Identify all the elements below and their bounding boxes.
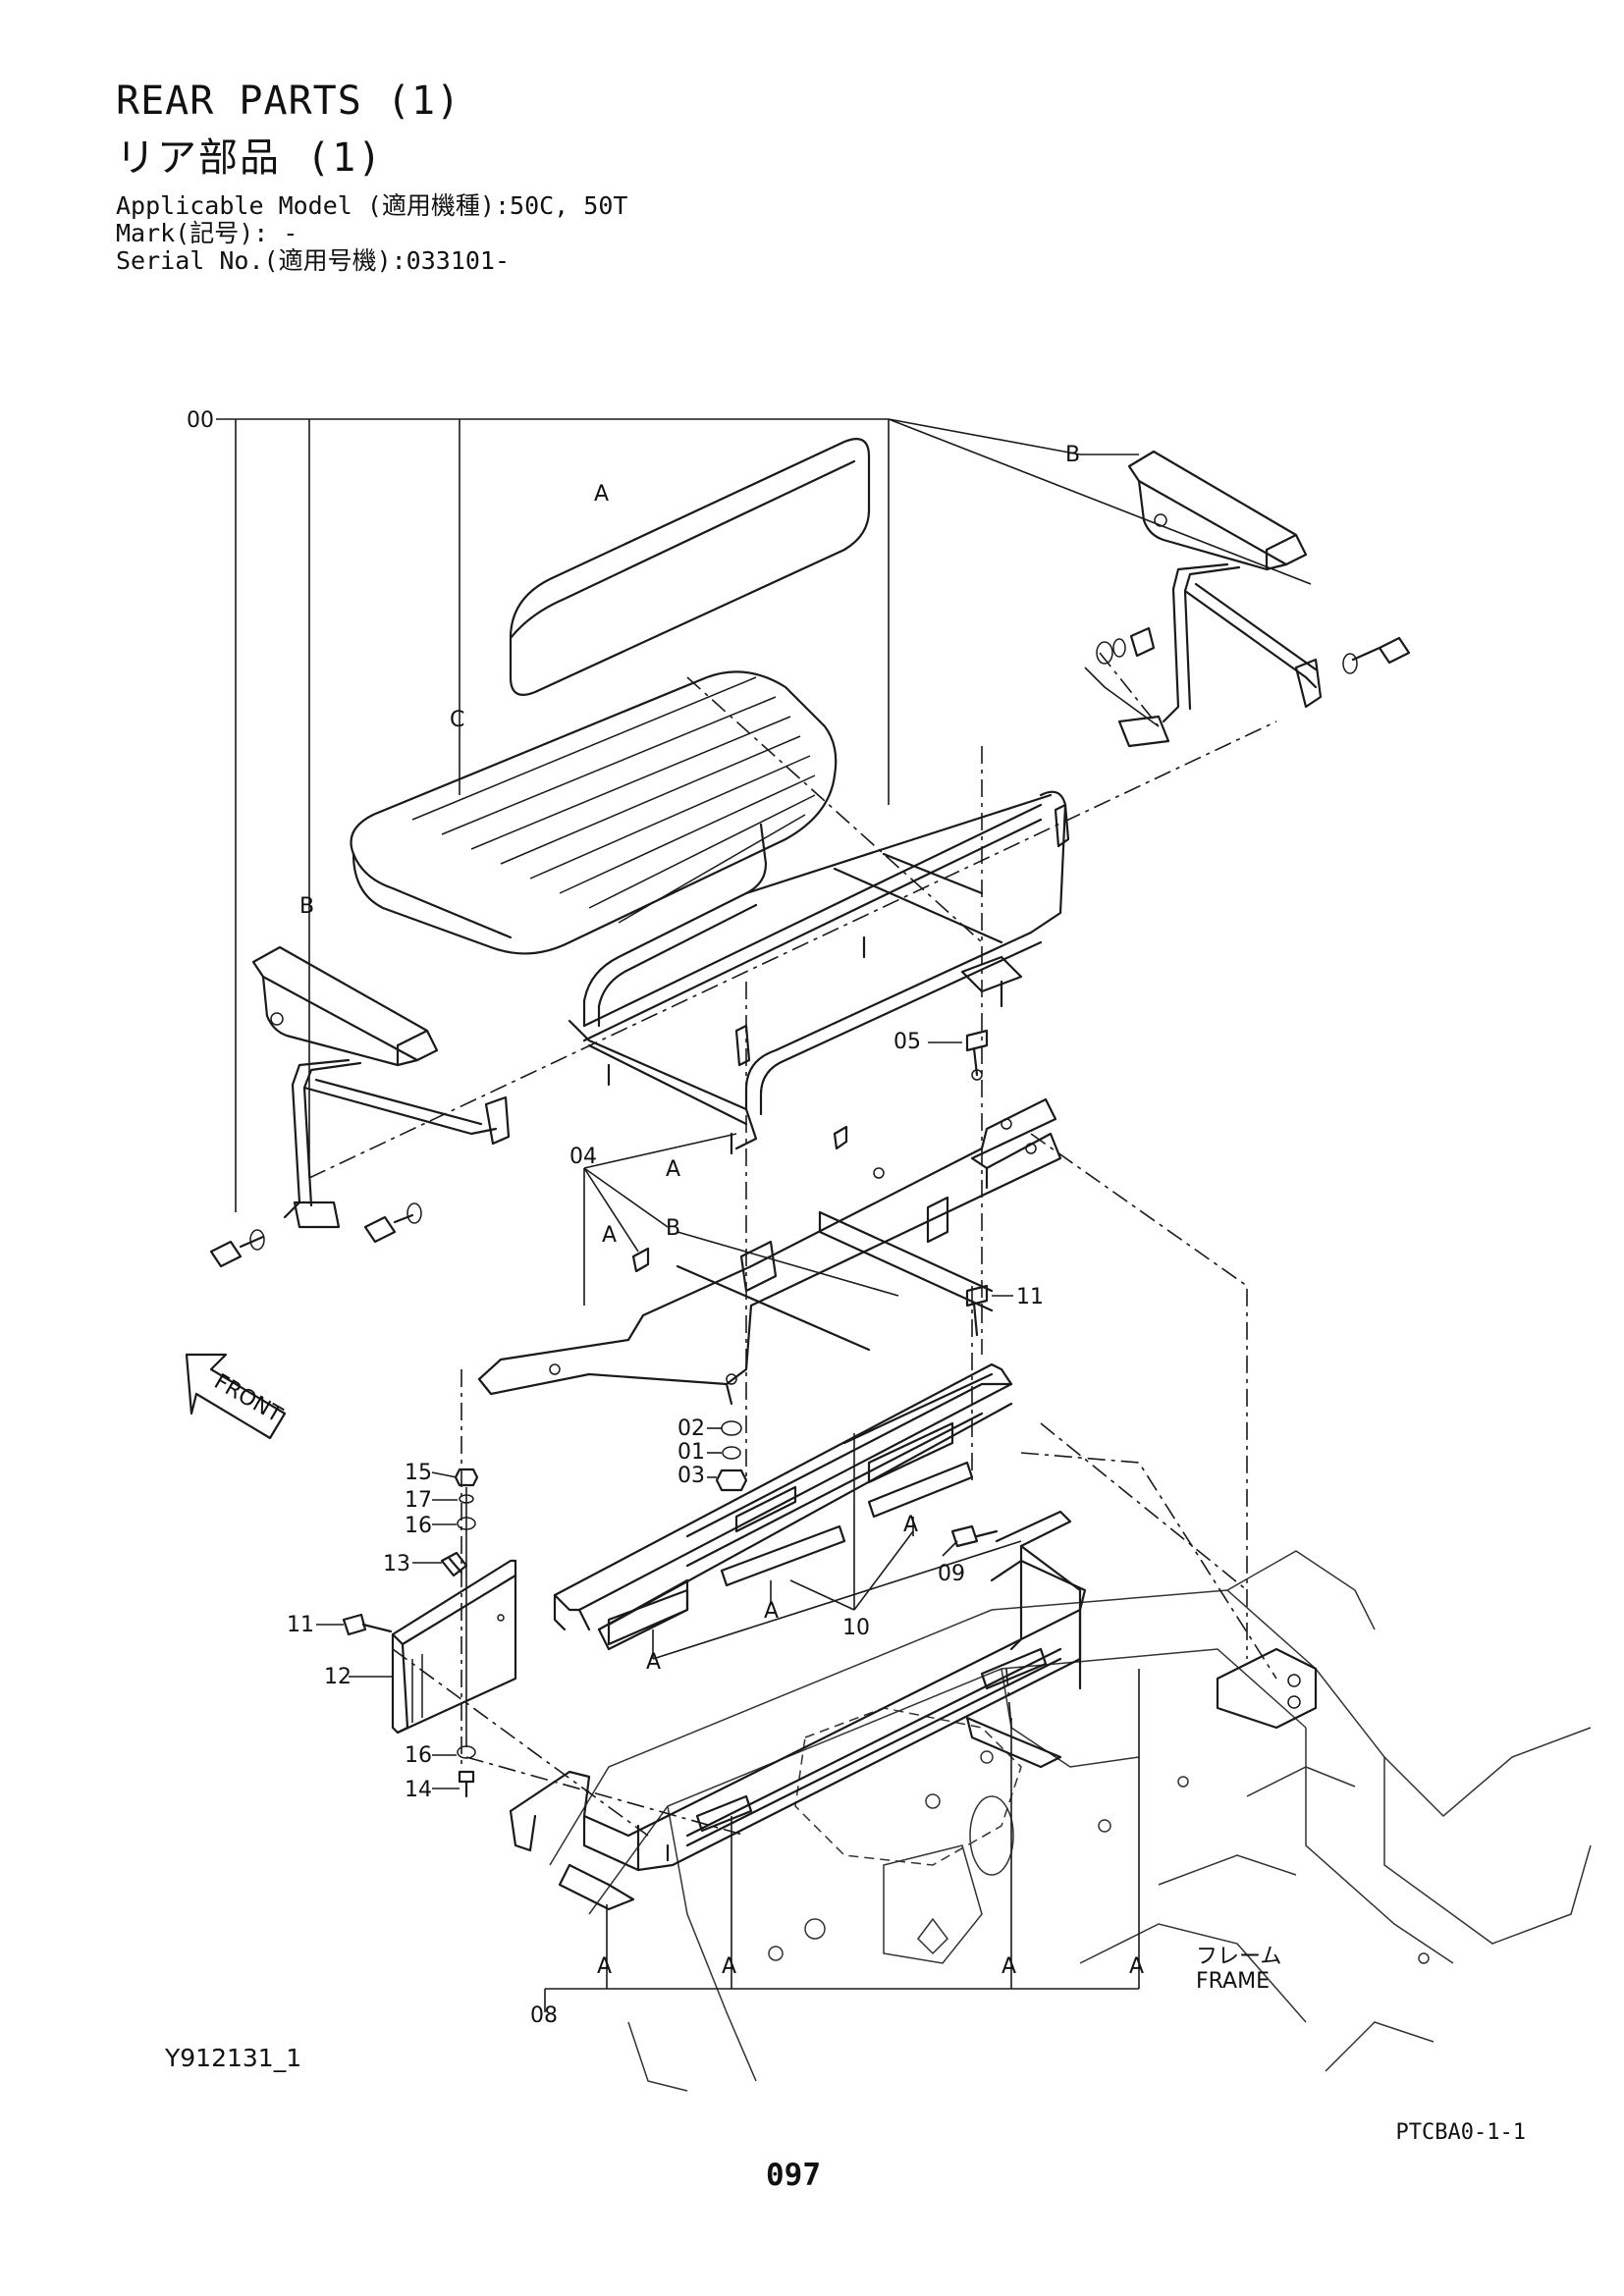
callout-00: 00 <box>187 408 214 433</box>
armrest-left <box>251 945 511 1229</box>
letter-a-tray-2: A <box>722 1954 736 1979</box>
controller-box <box>391 1559 517 1735</box>
bracket-09 <box>950 1510 1082 1690</box>
page-title-jp: リア部品 (1) <box>116 135 384 181</box>
armrest-right <box>1117 450 1323 748</box>
seat-rail <box>553 1362 1013 1651</box>
letter-a-tray-4: A <box>1129 1954 1144 1979</box>
callout-03: 03 <box>677 1464 705 1488</box>
letter-a-rail-m: A <box>764 1599 779 1624</box>
page-number: 097 <box>766 2158 821 2193</box>
callout-02: 02 <box>677 1416 705 1441</box>
seat-cushion <box>350 670 838 955</box>
callout-14: 14 <box>405 1778 432 1802</box>
clip-13 <box>440 1551 468 1577</box>
backrest-cushion <box>509 438 871 696</box>
leader-lines <box>216 418 1312 2012</box>
callout-15: 15 <box>405 1461 432 1485</box>
callout-04: 04 <box>569 1145 597 1169</box>
callout-12: 12 <box>324 1665 352 1689</box>
applicable-model: Applicable Model (適用機種):50C, 50T <box>116 191 628 220</box>
letter-a-rail-r: A <box>903 1513 918 1537</box>
callout-11-lower: 11 <box>287 1613 314 1637</box>
letter-b-bracket: B <box>666 1216 680 1241</box>
bolt-11-upper <box>965 1284 989 1337</box>
serial-number: Serial No.(適用号機):033101- <box>116 246 511 275</box>
washers-nut <box>715 1420 748 1492</box>
page-title-en: REAR PARTS (1) <box>116 79 461 124</box>
seat-bracket <box>477 1069 1062 1406</box>
letter-a-rail-l: A <box>646 1650 661 1675</box>
assembly-centerlines <box>308 652 1277 1837</box>
callout-16-upper: 16 <box>405 1514 432 1538</box>
box-hardware <box>454 1468 479 1798</box>
callout-11-upper: 11 <box>1016 1285 1044 1309</box>
seat-frame <box>568 790 1070 1155</box>
front-arrow-icon: FRONT <box>185 1353 287 1440</box>
callout-08: 08 <box>530 2003 558 2028</box>
bolt-05 <box>965 1029 989 1077</box>
mark-info: Mark(記号): - <box>116 219 298 247</box>
frame-label-en: FRAME <box>1196 1969 1270 1994</box>
letter-b-right: B <box>1065 443 1080 467</box>
letter-c-seat: C <box>450 708 464 732</box>
letter-a-bracket-2: A <box>602 1223 617 1248</box>
callout-17: 17 <box>405 1488 432 1513</box>
callout-01: 01 <box>677 1440 705 1465</box>
callout-10: 10 <box>842 1616 870 1640</box>
callout-16-lower: 16 <box>405 1743 432 1768</box>
catalog-reference: PTCBA0-1-1 <box>1395 2120 1526 2145</box>
armrest-hardware <box>209 626 1411 1268</box>
frame-label-jp: フレーム <box>1196 1945 1281 1969</box>
frame-drawing <box>549 1550 1592 2092</box>
bolt-11-lower <box>342 1613 393 1636</box>
letter-a-bracket-1: A <box>666 1157 680 1182</box>
letter-a-backrest: A <box>594 482 609 507</box>
letter-a-tray-1: A <box>597 1954 612 1979</box>
front-label: FRONT <box>210 1369 287 1428</box>
seat-base-tray <box>509 1559 1087 1911</box>
callout-leaders <box>316 1041 1013 1789</box>
letter-a-tray-3: A <box>1001 1954 1016 1979</box>
drawing-code: Y912131_1 <box>165 2044 302 2072</box>
letter-b-left: B <box>299 894 314 919</box>
callout-05: 05 <box>893 1030 921 1054</box>
callout-labels: 00 A B C B 05 04 A A B 11 02 01 03 15 17… <box>187 408 1281 2028</box>
callout-13: 13 <box>383 1552 410 1576</box>
callout-09: 09 <box>938 1562 965 1586</box>
